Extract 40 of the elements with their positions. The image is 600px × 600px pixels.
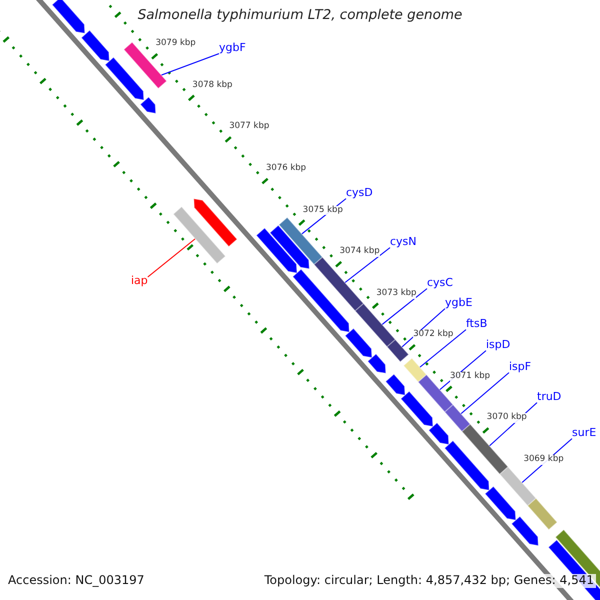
gene-bar [499,466,537,506]
gene-label: truD [537,391,562,404]
leader-line [419,329,466,368]
position-label: 3073 kbp [376,288,416,298]
genome-stats-text: Topology: circular; Length: 4,857,432 bp; Genes: 4,541 [262,574,596,588]
leader-line [147,238,196,278]
leader-line [344,247,390,284]
title: Salmonella typhimurium LT2, complete genome [138,7,462,23]
gene-label: ygbE [445,297,472,310]
leader-line [382,288,428,326]
gene-bar [461,424,509,475]
gene-label: iap [131,275,148,288]
position-label: 3074 kbp [340,247,380,257]
position-label: 3071 kbp [450,372,490,382]
gene-label: surE [572,427,596,440]
gene-bar [386,338,410,362]
position-label: 3072 kbp [413,330,454,340]
gene-bar [444,404,471,432]
gene-bar [354,302,396,348]
gene-label: cysD [346,187,373,200]
position-label: 3069 kbp [524,455,564,465]
leader-line [160,53,220,76]
gene-label: ispF [509,361,532,374]
gene-bar [278,216,324,266]
gene-label: cysN [390,236,417,249]
gene-label: ispD [486,339,510,352]
gene-label: ygbF [219,42,246,55]
gene-label: ftsB [466,318,488,331]
gene-label: cysC [427,277,453,290]
position-label: 3078 kbp [192,80,232,91]
position-label: 3077 kbp [229,122,270,132]
accession-text: Accession: NC_003197 [8,574,144,588]
position-label: 3076 kbp [266,164,306,174]
gene-bar [172,206,226,264]
position-label: 3075 kbp [302,206,343,216]
gene-bar [402,358,428,383]
position-label: 3070 kbp [486,413,527,424]
gene-bar [313,256,364,312]
leader-line [460,372,510,414]
position-label: 3079 kbp [156,39,196,50]
